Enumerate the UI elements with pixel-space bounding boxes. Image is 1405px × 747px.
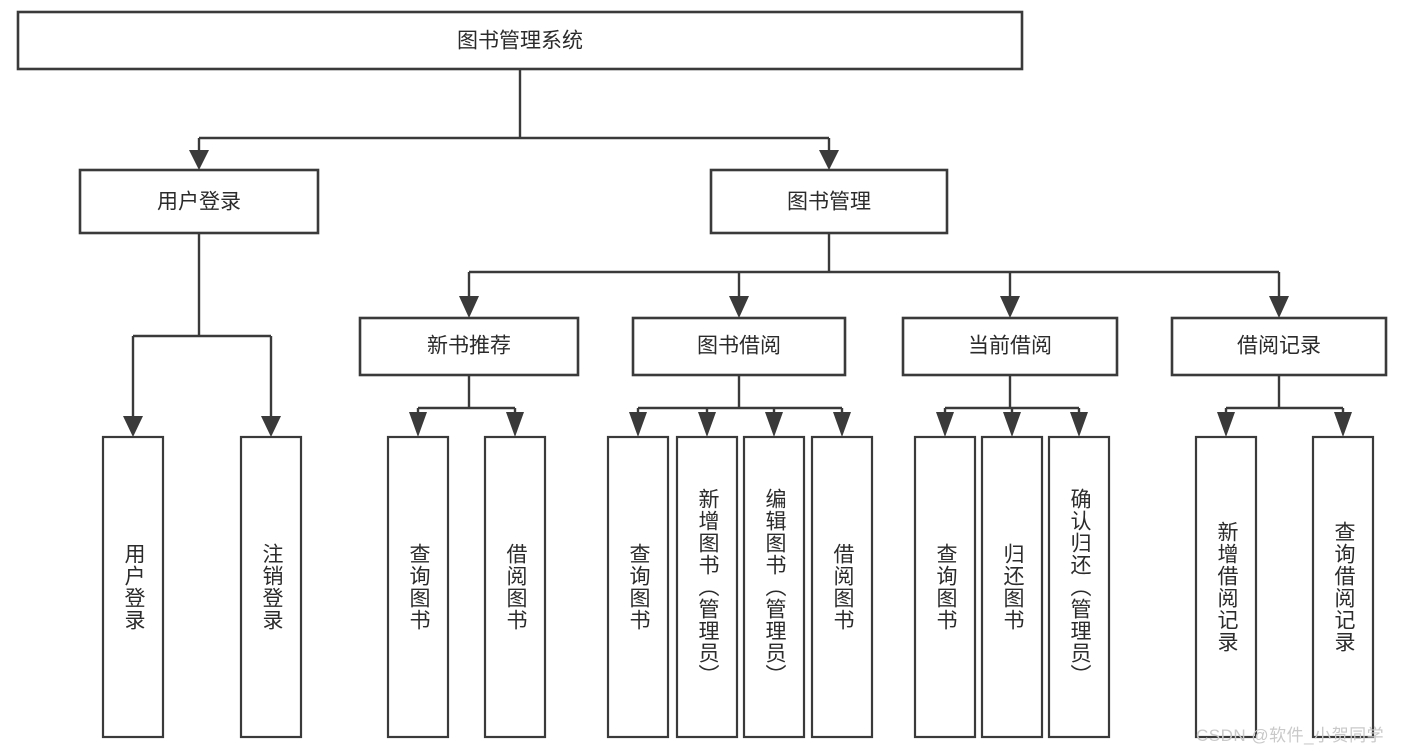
node-leaf-borrow-book-recommend-box[interactable]: [483, 435, 547, 739]
node-root[interactable]: 图书管理系统: [16, 10, 1024, 71]
node-book-borrow-label: 图书借阅: [697, 335, 781, 358]
connector-group-root: [189, 69, 839, 170]
node-leaf-borrow-book-box[interactable]: [810, 435, 874, 739]
node-book-borrow-box[interactable]: [631, 316, 847, 377]
arrow-head-leaf-borrow-book-recommend: [506, 412, 524, 437]
arrow-head-new-book-recommend: [459, 296, 479, 318]
node-leaf-query-book-recommend-box[interactable]: [386, 435, 450, 739]
node-book-manage[interactable]: 图书管理: [709, 168, 949, 235]
connector-group-book-borrow: [629, 375, 851, 437]
arrow-head-leaf-confirm-return: [1070, 412, 1088, 437]
arrow-head-leaf-query-book-current: [936, 412, 954, 437]
arrow-head-book-borrow: [729, 296, 749, 318]
node-borrow-record-box[interactable]: [1170, 316, 1388, 377]
arrow-head-leaf-edit-book: [765, 412, 783, 437]
node-root-box[interactable]: [16, 10, 1024, 71]
arrow-head-leaf-query-borrow-record: [1334, 412, 1352, 437]
arrow-head-book-manage: [819, 150, 839, 170]
connector-group-new-book-recommend: [409, 375, 524, 437]
connector-group-book-manage: [459, 233, 1289, 318]
node-leaf-confirm-return-box[interactable]: [1047, 435, 1111, 739]
node-new-book-recommend-box[interactable]: [358, 316, 580, 377]
node-leaf-add-book-box[interactable]: [675, 435, 739, 739]
node-leaf-query-borrow-record-box[interactable]: [1311, 435, 1375, 739]
connector-group-current-borrow: [936, 375, 1088, 437]
node-new-book-recommend[interactable]: 新书推荐: [358, 316, 580, 377]
node-user-login-label: 用户登录: [157, 191, 241, 214]
leaf-boxes: [101, 435, 1375, 739]
node-user-login-box[interactable]: [78, 168, 320, 235]
arrow-head-leaf-return-book: [1003, 412, 1021, 437]
arrow-head-leaf-borrow-book: [833, 412, 851, 437]
node-borrow-record-label: 借阅记录: [1237, 335, 1321, 358]
node-leaf-query-book-current-box[interactable]: [913, 435, 977, 739]
node-book-borrow[interactable]: 图书借阅: [631, 316, 847, 377]
node-book-manage-box[interactable]: [709, 168, 949, 235]
node-current-borrow-box[interactable]: [901, 316, 1119, 377]
node-leaf-user-login-box[interactable]: [101, 435, 165, 739]
arrow-head-current-borrow: [1000, 296, 1020, 318]
node-new-book-recommend-label: 新书推荐: [427, 335, 511, 358]
node-current-borrow[interactable]: 当前借阅: [901, 316, 1119, 377]
node-book-manage-label: 图书管理: [787, 191, 871, 214]
node-leaf-logout-box[interactable]: [239, 435, 303, 739]
node-user-login[interactable]: 用户登录: [78, 168, 320, 235]
arrow-head-leaf-logout: [261, 416, 281, 437]
arrow-head-leaf-query-book-recommend: [409, 412, 427, 437]
arrow-head-user-login: [189, 150, 209, 170]
node-leaf-return-book-box[interactable]: [980, 435, 1044, 739]
node-leaf-add-borrow-record-box[interactable]: [1194, 435, 1258, 739]
connector-group-user-login: [123, 233, 281, 437]
arrow-head-leaf-add-borrow-record: [1217, 412, 1235, 437]
connector-group-borrow-record: [1217, 375, 1352, 437]
arrow-head-leaf-add-book: [698, 412, 716, 437]
arrow-head-leaf-user-login: [123, 416, 143, 437]
arrow-head-borrow-record: [1269, 296, 1289, 318]
node-leaf-edit-book-box[interactable]: [742, 435, 806, 739]
node-leaf-query-book-borrow-box[interactable]: [606, 435, 670, 739]
node-borrow-record[interactable]: 借阅记录: [1170, 316, 1388, 377]
node-root-label: 图书管理系统: [457, 30, 583, 53]
arrow-head-leaf-query-book-borrow: [629, 412, 647, 437]
node-current-borrow-label: 当前借阅: [968, 335, 1052, 358]
